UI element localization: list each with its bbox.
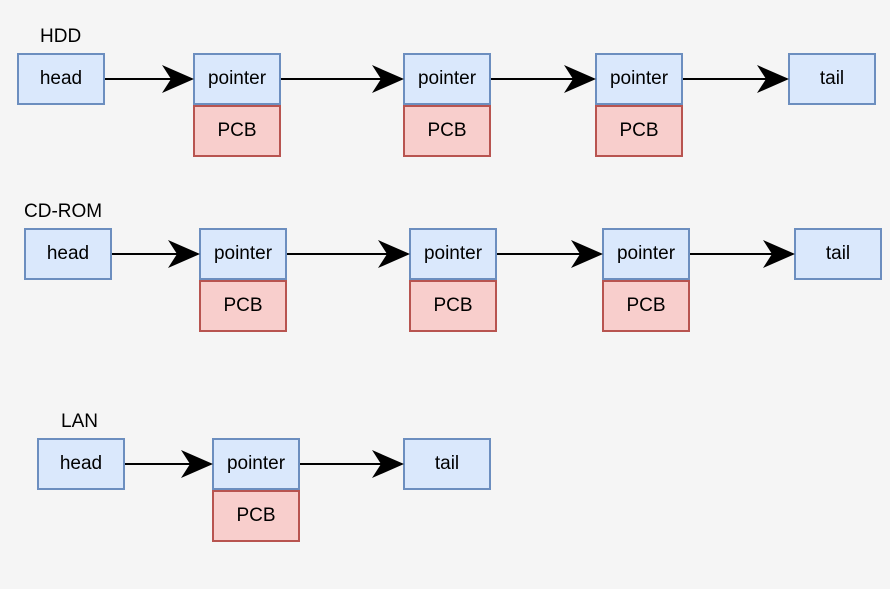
hdd-node-3-pcb: PCB (595, 105, 683, 157)
hdd-node-3-pointer: pointer (595, 53, 683, 105)
lan-tail-box: tail (403, 438, 491, 490)
list-label-cdrom: CD-ROM (24, 201, 103, 222)
list-label-lan: LAN (61, 411, 98, 432)
cdrom-node-2-pcb: PCB (409, 280, 497, 332)
lan-head-box: head (37, 438, 125, 490)
hdd-node-1-pcb: PCB (193, 105, 281, 157)
cdrom-head-box: head (24, 228, 112, 280)
cdrom-node-3-pcb: PCB (602, 280, 690, 332)
hdd-node-1-pointer: pointer (193, 53, 281, 105)
cdrom-node-2-pointer: pointer (409, 228, 497, 280)
cdrom-node-1-pointer: pointer (199, 228, 287, 280)
lan-node-1-pcb: PCB (212, 490, 300, 542)
cdrom-node-3-pointer: pointer (602, 228, 690, 280)
list-label-hdd: HDD (40, 26, 82, 47)
hdd-node-2-pointer: pointer (403, 53, 491, 105)
lan-node-1-pointer: pointer (212, 438, 300, 490)
cdrom-node-1-pcb: PCB (199, 280, 287, 332)
hdd-node-2-pcb: PCB (403, 105, 491, 157)
cdrom-tail-box: tail (794, 228, 882, 280)
hdd-tail-box: tail (788, 53, 876, 105)
hdd-head-box: head (17, 53, 105, 105)
